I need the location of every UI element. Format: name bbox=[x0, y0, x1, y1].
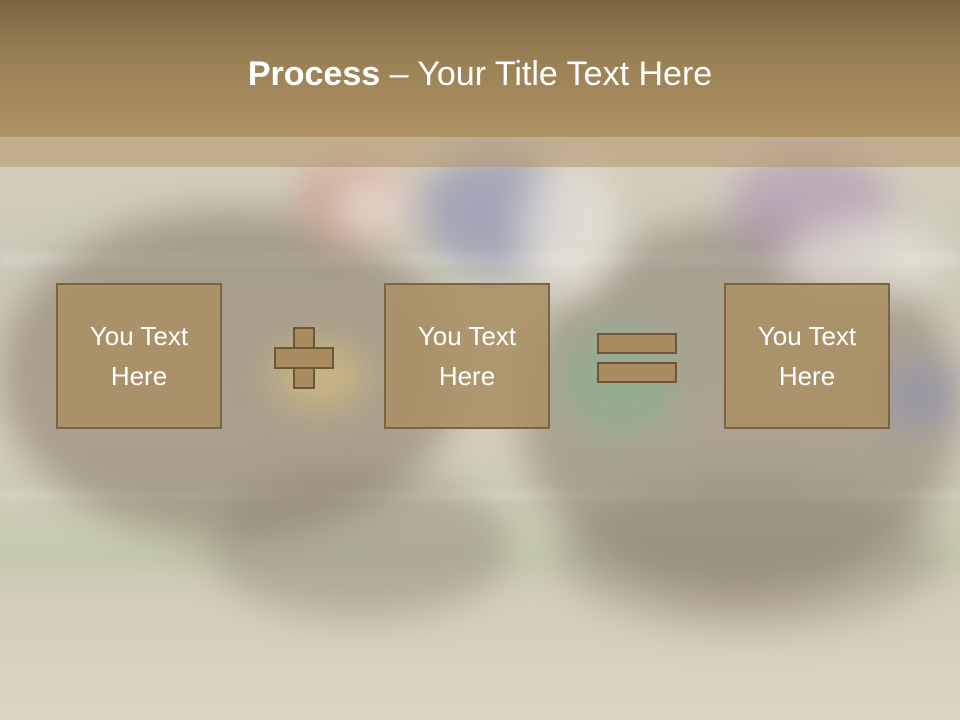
process-box-1-text: You Text Here bbox=[89, 321, 189, 391]
process-box-3[interactable]: You Text Here bbox=[724, 283, 890, 429]
title-bold: Process bbox=[247, 55, 381, 93]
title-rest: – Your Title Text Here bbox=[380, 55, 713, 93]
slide-title[interactable]: Process – Your Title Text Here bbox=[0, 52, 960, 96]
title-bar-strip bbox=[0, 137, 960, 167]
process-box-2-text: You Text Here bbox=[417, 321, 517, 391]
process-box-2[interactable]: You Text Here bbox=[384, 283, 550, 429]
title-bar bbox=[0, 0, 960, 137]
process-box-1[interactable]: You Text Here bbox=[56, 283, 222, 429]
process-box-3-text: You Text Here bbox=[757, 321, 857, 391]
